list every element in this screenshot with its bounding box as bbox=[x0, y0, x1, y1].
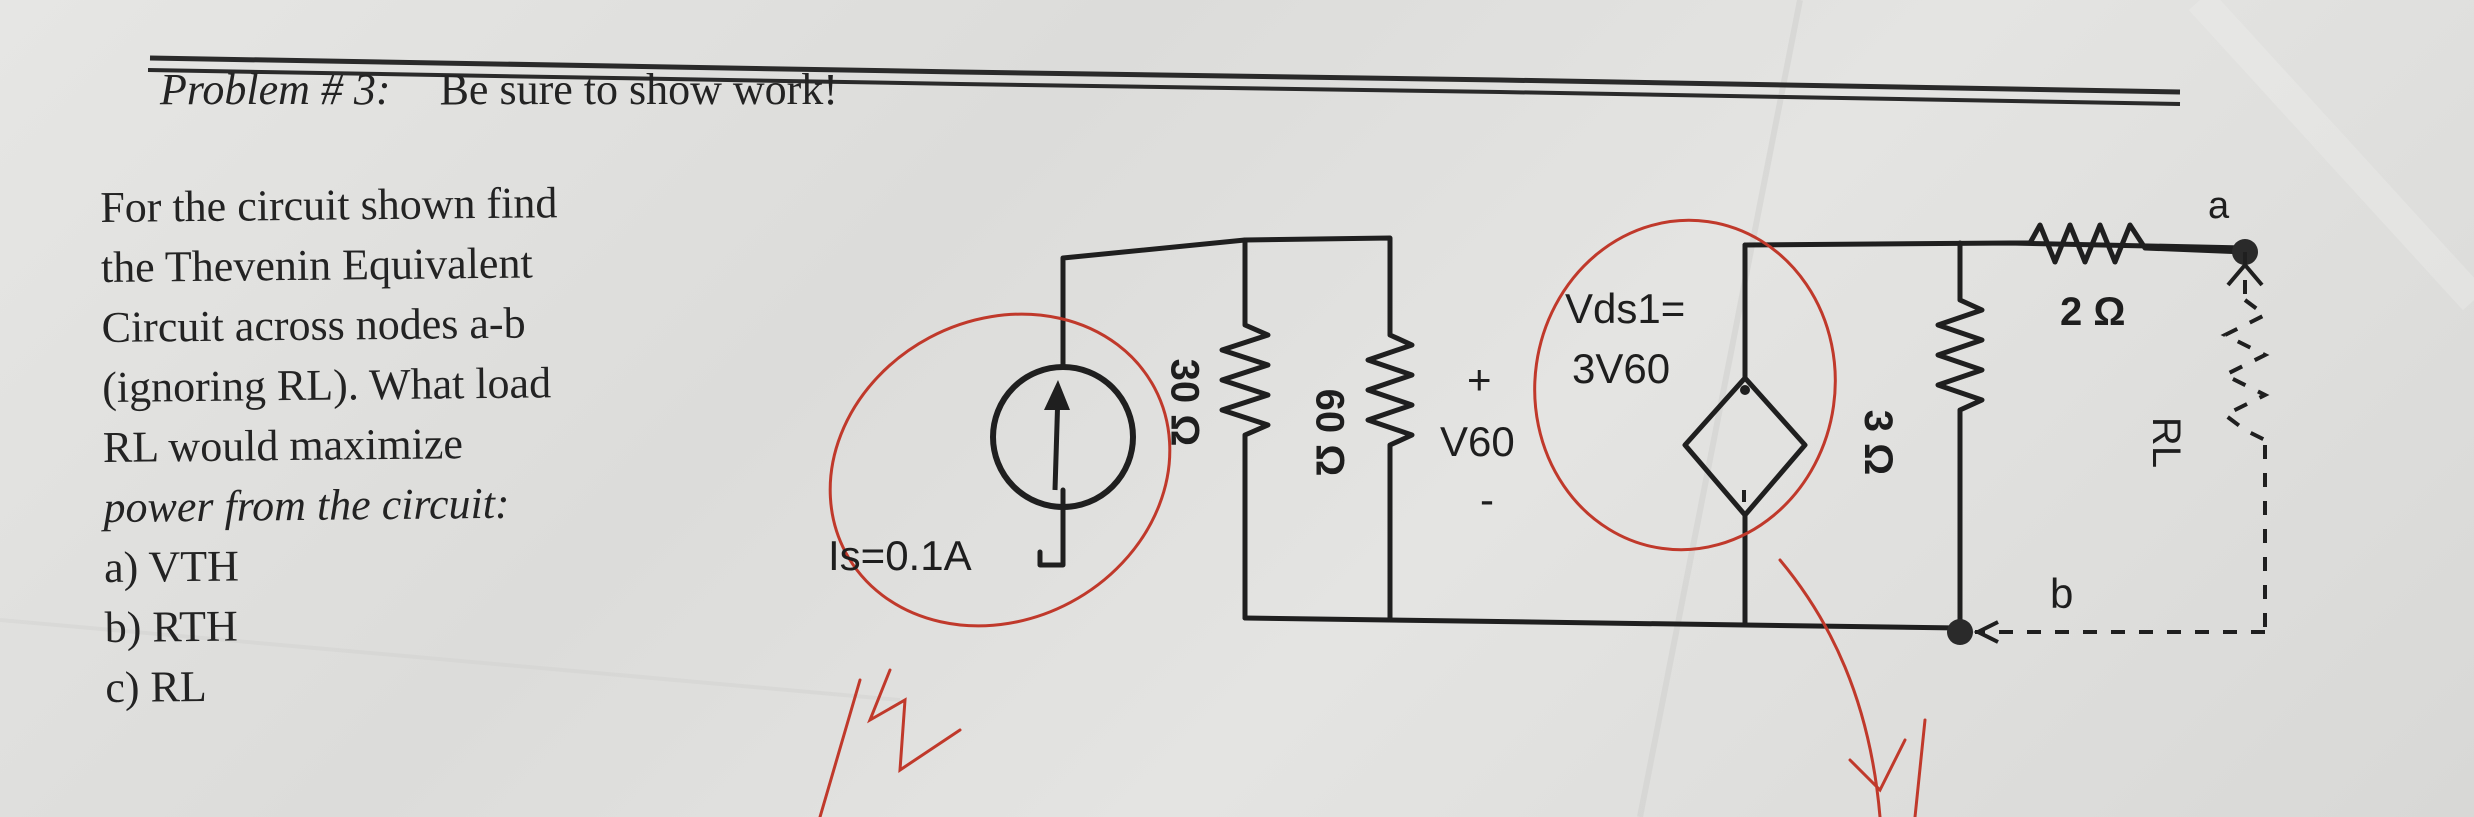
dep-source-label-1: Vds1= bbox=[1565, 285, 1686, 332]
load-arrow-bottom bbox=[1973, 620, 1999, 644]
problem-instruction: Be sure to show work! bbox=[439, 65, 838, 114]
v60-plus: + bbox=[1467, 356, 1492, 403]
r2-label: 60 Ω bbox=[1307, 388, 1352, 477]
annotation-scribble-left bbox=[818, 668, 962, 817]
r1-label: 30 Ω bbox=[1162, 358, 1207, 447]
dep-source-label-2: 3V60 bbox=[1572, 345, 1671, 392]
dep-plus-dot bbox=[1740, 385, 1750, 395]
load-resistor-rl bbox=[2220, 298, 2270, 442]
annotation-arrow-right bbox=[1778, 558, 1927, 817]
wire-source-top bbox=[1060, 237, 1248, 368]
load-label: RL bbox=[2144, 416, 2189, 469]
r3-label: 3 Ω bbox=[1856, 409, 1901, 476]
problem-title: Problem # 3: Be sure to show work! bbox=[160, 64, 838, 115]
wire-top-r1-r2 bbox=[1242, 235, 1393, 313]
v60-label: V60 bbox=[1440, 418, 1515, 465]
resistor-30-ohm bbox=[1219, 237, 1271, 621]
load-arrow-top bbox=[2226, 261, 2264, 287]
node-a-label: a bbox=[2208, 185, 2230, 227]
current-source bbox=[990, 364, 1136, 510]
wire-bottom bbox=[1242, 615, 1963, 631]
node-b-label: b bbox=[2050, 570, 2074, 617]
source-label: Is=0.1A bbox=[828, 532, 972, 579]
node-b-dot bbox=[1947, 619, 1973, 645]
r4-label: 2 Ω bbox=[2060, 290, 2126, 334]
resistor-3-ohm bbox=[1935, 240, 1985, 635]
resistor-60-ohm bbox=[1365, 307, 1415, 621]
v60-minus: - bbox=[1480, 476, 1494, 523]
resistor-2-ohm bbox=[2007, 222, 2248, 265]
current-arrowhead bbox=[1044, 380, 1070, 410]
annotation-circle-source bbox=[828, 312, 1172, 628]
annotation-circle-dep bbox=[1533, 218, 1837, 552]
wire-source-bottom bbox=[1037, 487, 1066, 568]
problem-heading: Problem # 3: bbox=[160, 65, 391, 114]
